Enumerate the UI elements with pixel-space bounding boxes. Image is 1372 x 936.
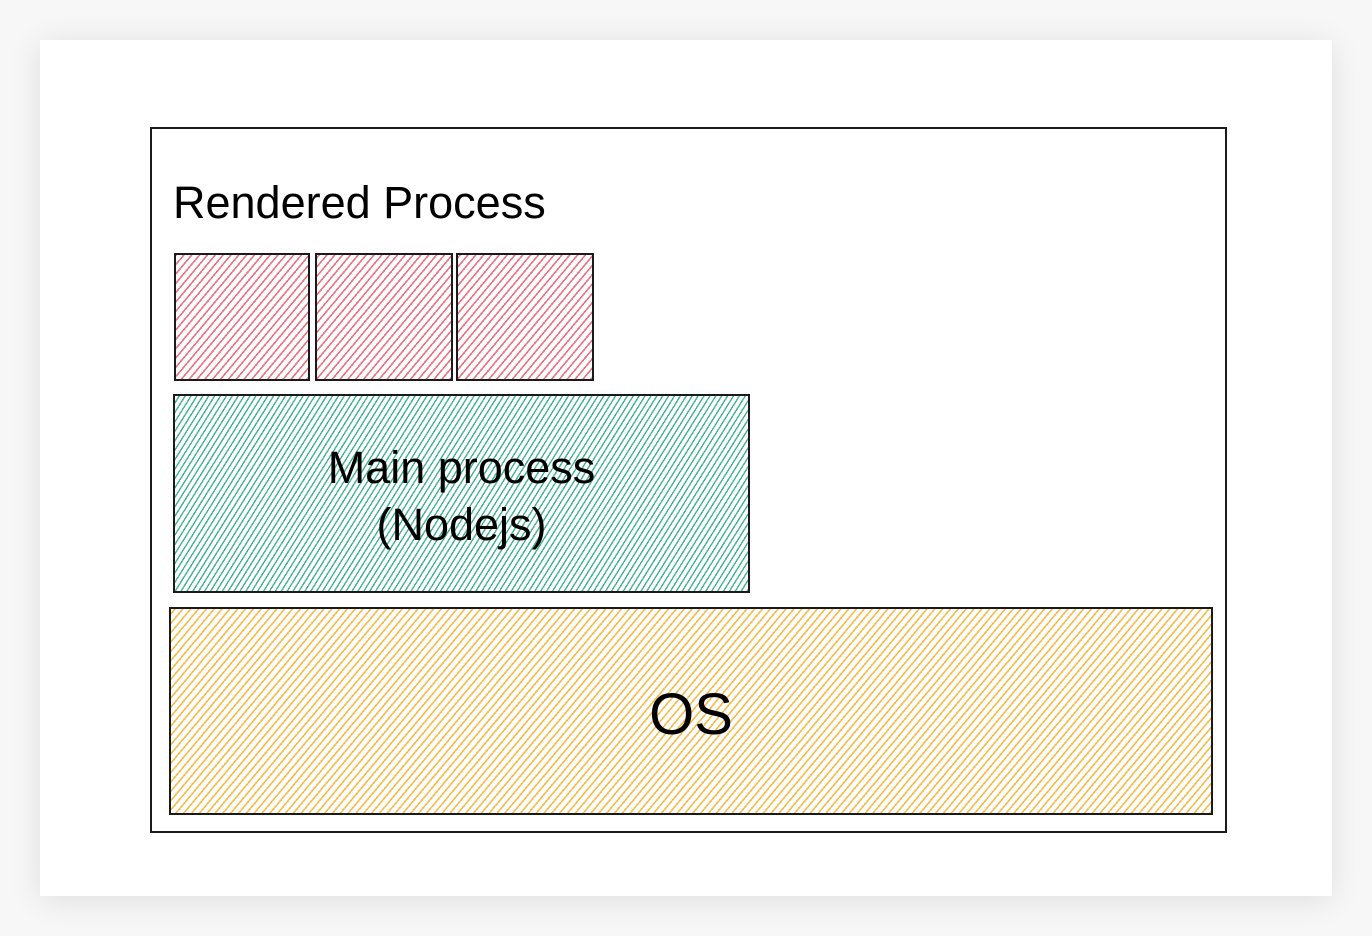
rendered-process-title: Rendered Process <box>173 177 546 228</box>
renderer-process-box-3 <box>456 253 594 381</box>
renderer-process-box-1 <box>174 253 310 381</box>
main-process-label: Main process <box>327 442 596 493</box>
os-label: OS <box>649 682 733 747</box>
os-box: OS <box>169 607 1213 815</box>
renderer-process-box-2 <box>315 253 453 381</box>
main-process-box: Main process (Nodejs) <box>173 394 750 593</box>
electron-architecture-frame <box>150 127 1227 833</box>
main-process-runtime-label: (Nodejs) <box>376 499 547 550</box>
